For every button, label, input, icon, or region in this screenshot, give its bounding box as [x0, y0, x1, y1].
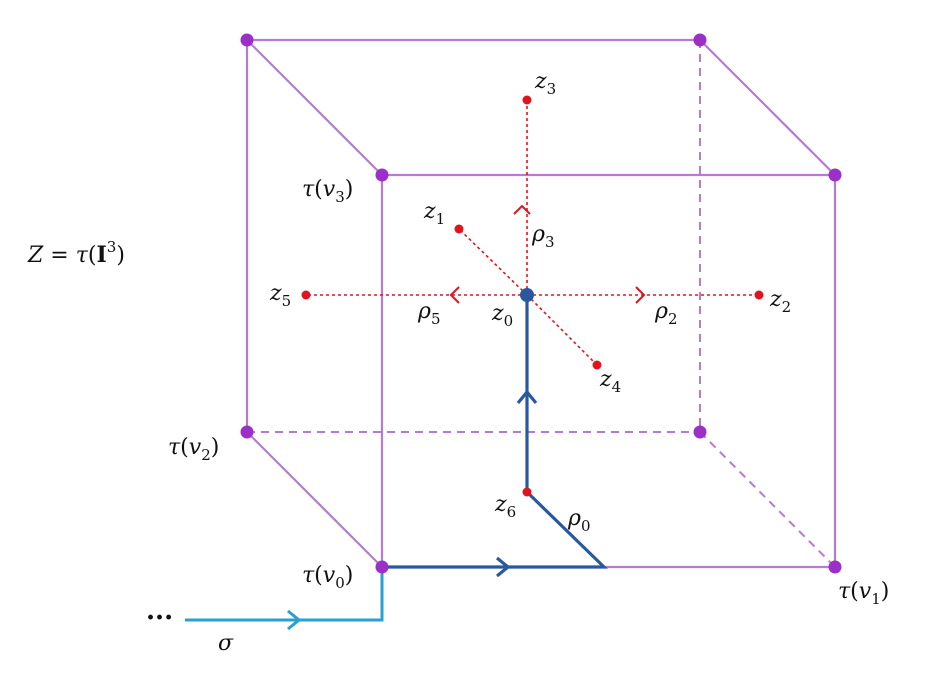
vertex-v2: [240, 425, 254, 439]
vertex-back-top-left: [240, 33, 254, 47]
sigma-arrow: [287, 609, 302, 631]
sigma-line: [185, 567, 384, 622]
vertex-v3: [375, 168, 389, 182]
point-z1: [454, 224, 464, 234]
vertex-v1: [828, 560, 842, 574]
red-points: [301, 95, 764, 497]
label-z0: z0: [491, 301, 513, 330]
label-rho3: ρ3: [531, 222, 554, 251]
label-z2: z2: [769, 287, 791, 316]
edge-top-left-diag: [246, 39, 383, 176]
label-rho5: ρ5: [417, 299, 440, 328]
point-z0: [520, 288, 534, 302]
rho2-arrow: [635, 286, 646, 304]
point-z3: [522, 95, 532, 105]
label-z3: z3: [534, 69, 556, 98]
label-rho0: ρ0: [567, 506, 590, 535]
edge-bottom-left-diag: [246, 431, 383, 568]
rho0-arrow-bottom: [495, 556, 511, 578]
label-tau-v1: τ(v1): [838, 579, 889, 608]
rho5-arrow: [449, 286, 460, 304]
point-z6: [522, 487, 532, 497]
red-ray-arrows: [449, 204, 646, 304]
rho0-arrow-vertical: [516, 389, 538, 405]
ray-z4: [526, 294, 598, 366]
label-Z-definition: Z = τ(I3): [27, 238, 125, 268]
edge-hidden-diag: [699, 431, 836, 568]
point-z2: [754, 290, 764, 300]
label-ellipsis: ···: [146, 603, 173, 633]
rho0-path: [382, 295, 608, 578]
vertex-v0: [375, 560, 389, 574]
sigma-path: [185, 567, 384, 631]
ray-z1: [458, 228, 528, 296]
label-rho2: ρ2: [654, 299, 677, 328]
point-z5: [301, 290, 311, 300]
label-z1: z1: [423, 199, 445, 228]
vertex-back-bottom-right: [693, 425, 707, 439]
cube-hidden-edges: [247, 40, 836, 568]
label-tau-v0: τ(v0): [302, 563, 353, 592]
point-z4: [592, 360, 602, 370]
label-z4: z4: [599, 367, 621, 396]
vertex-front-top-right: [828, 168, 842, 182]
cube-vertices: [240, 33, 842, 574]
label-z5: z5: [269, 281, 291, 310]
vertex-back-top-right: [693, 33, 707, 47]
label-z6: z6: [494, 492, 516, 521]
label-tau-v3: τ(v3): [302, 177, 353, 206]
edge-top-right-diag: [699, 39, 836, 176]
cube-edges: [245, 38, 837, 569]
rho3-arrow: [513, 204, 531, 215]
label-sigma: σ: [218, 631, 234, 656]
label-tau-v2: τ(v2): [168, 435, 219, 464]
